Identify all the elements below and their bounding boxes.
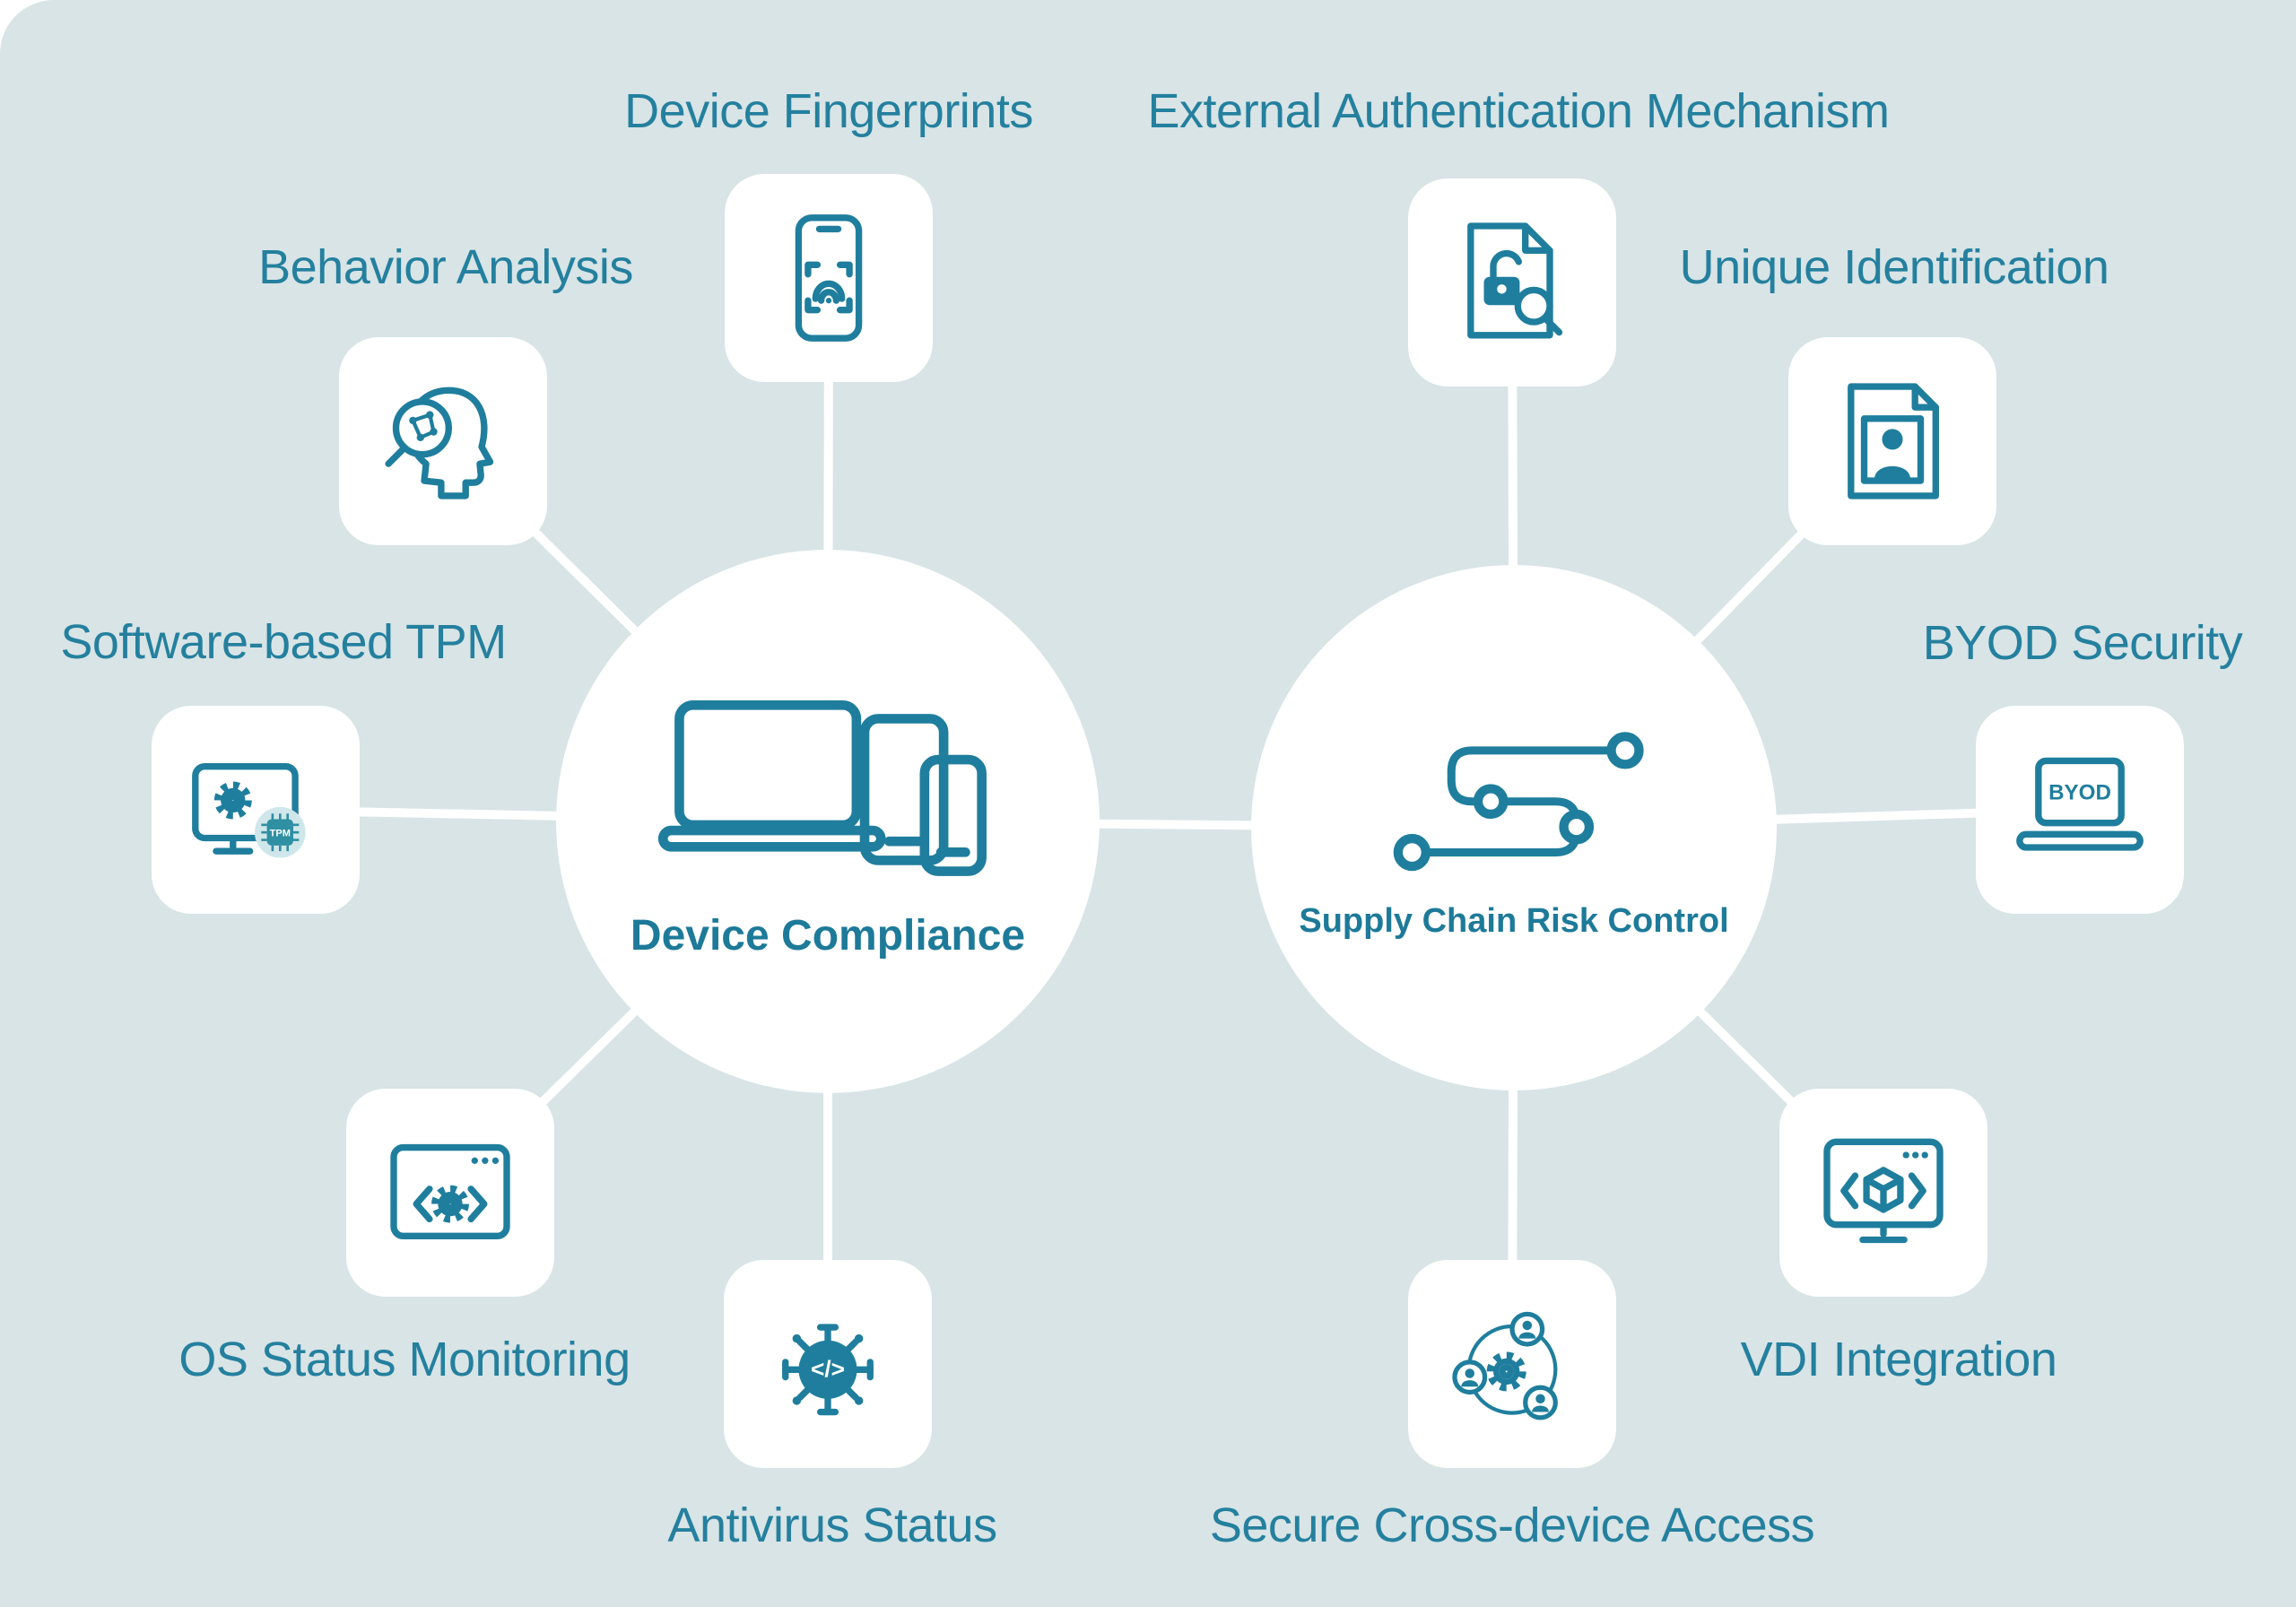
hub-supply-chain-risk-control: Supply Chain Risk Control [1251, 565, 1777, 1090]
node-behavior-analysis [339, 337, 547, 545]
monitor-gear-tpm-icon: TPM [192, 763, 306, 858]
label-device-fingerprints: Device Fingerprints [624, 84, 1033, 138]
node-secure-cross-device-access [1408, 1260, 1616, 1468]
hub-device-compliance: Device Compliance [556, 550, 1100, 1093]
tpm-chip-text: TPM [270, 828, 291, 838]
node-unique-identification [1788, 337, 1996, 545]
node-antivirus-status: </> [724, 1260, 932, 1468]
byod-screen-text: BYOD [2048, 780, 2111, 804]
monitor-package-code-icon [1823, 1138, 1944, 1244]
label-secure-cross-device-access: Secure Cross-device Access [1209, 1498, 1815, 1552]
node-device-fingerprints [725, 174, 933, 382]
label-vdi-integration: VDI Integration [1740, 1333, 2057, 1386]
node-byod-security: BYOD [1976, 706, 2184, 914]
phone-fingerprint-icon [795, 214, 863, 342]
hub-device-compliance-label: Device Compliance [630, 911, 1026, 960]
label-byod-security: BYOD Security [1922, 616, 2243, 670]
label-software-based-tpm: Software-based TPM [60, 615, 507, 669]
multi-device-icon [657, 699, 987, 876]
antivirus-code-glyph: </> [811, 1356, 845, 1383]
label-antivirus-status: Antivirus Status [667, 1498, 997, 1552]
virus-code-icon: </> [782, 1324, 874, 1416]
node-external-authentication [1408, 178, 1616, 387]
label-behavior-analysis: Behavior Analysis [258, 240, 633, 294]
label-unique-identification: Unique Identification [1679, 240, 2109, 294]
id-document-icon [1848, 383, 1939, 499]
window-code-gear-icon [390, 1143, 510, 1239]
document-lock-magnifier-icon [1467, 222, 1563, 339]
gear-people-network-icon [1452, 1311, 1558, 1420]
head-magnifier-icon [385, 387, 494, 499]
node-software-based-tpm: TPM [152, 706, 360, 914]
node-vdi-integration [1779, 1089, 1987, 1297]
node-os-status-monitoring [346, 1089, 554, 1297]
supply-chain-route-icon [1393, 731, 1644, 871]
label-os-status-monitoring: OS Status Monitoring [178, 1333, 631, 1386]
label-external-authentication: External Authentication Mechanism [1147, 84, 1890, 138]
byod-laptop-icon: BYOD [2016, 757, 2144, 851]
hub-supply-chain-label: Supply Chain Risk Control [1299, 901, 1729, 940]
